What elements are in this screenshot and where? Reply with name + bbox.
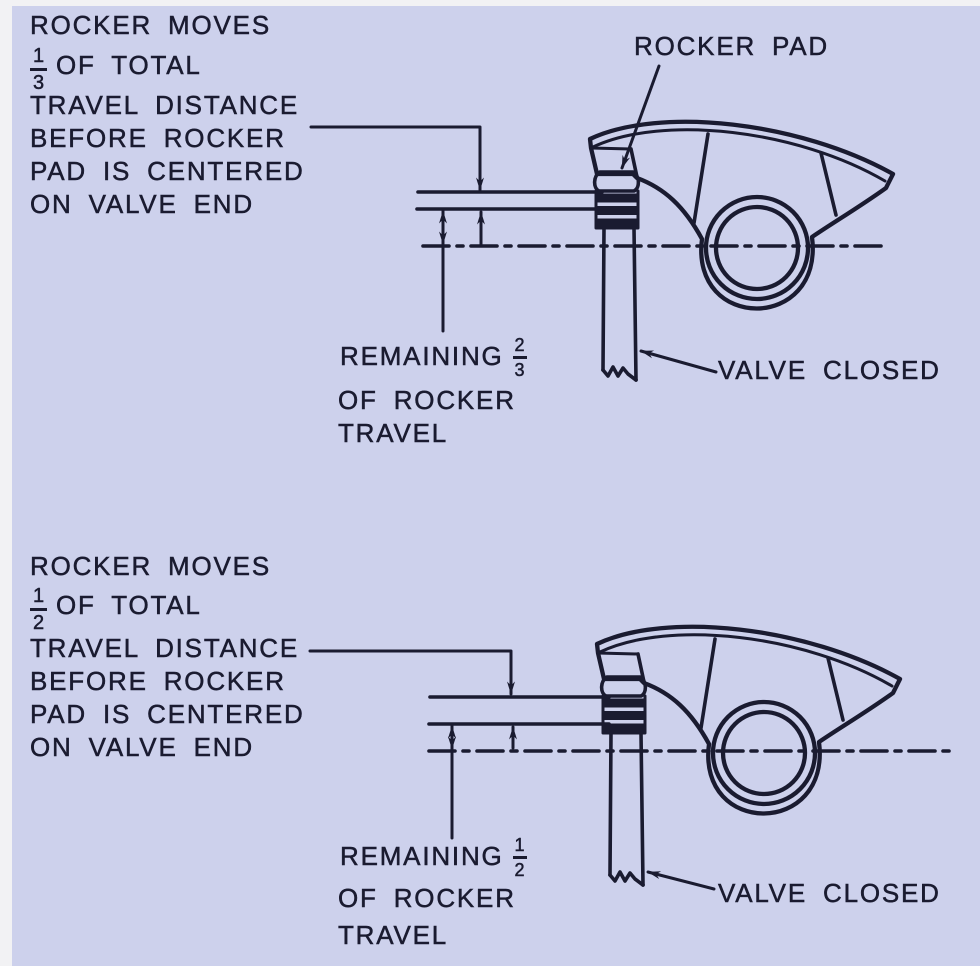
valve-closed-label: VALVE CLOSED	[718, 878, 941, 908]
fraction-denominator: 3	[32, 72, 45, 94]
fraction-numerator: 1	[514, 835, 525, 855]
valve-closed-label: VALVE CLOSED	[718, 355, 941, 385]
fraction-bar	[512, 356, 527, 359]
caption-fraction-line: 1 3 OF TOTAL	[30, 46, 202, 93]
fraction-numerator: 2	[514, 335, 525, 355]
caption-fraction-line: 1 2 OF TOTAL	[30, 586, 202, 633]
travel-distance-leader	[309, 125, 484, 192]
caption-line: PAD IS CENTERED	[30, 699, 305, 729]
top-diagram-line-art	[309, 64, 893, 380]
fraction-bar	[30, 68, 47, 71]
remaining-label-line: REMAINING 1 2	[340, 836, 527, 879]
rocker-assembly-top	[590, 122, 893, 380]
remaining-label-line: TRAVEL	[338, 418, 449, 448]
remaining-label-line: OF ROCKER	[338, 385, 516, 415]
fraction-two-thirds: 2 3	[512, 335, 527, 380]
caption-line: ON VALVE END	[30, 732, 254, 762]
fraction-denominator: 2	[32, 612, 45, 634]
remaining-label-line: REMAINING 2 3	[340, 336, 527, 379]
caption-line: ON VALVE END	[30, 189, 254, 219]
caption-line: OF TOTAL	[56, 590, 202, 620]
caption-line: ROCKER MOVES	[30, 551, 271, 581]
valve-closed-leader	[639, 349, 718, 374]
remaining-label-line: TRAVEL	[338, 920, 449, 950]
fraction-one-half: 1 2	[30, 586, 47, 633]
fraction-bar	[512, 856, 527, 859]
fraction-numerator: 1	[32, 585, 45, 607]
caption-line: OF TOTAL	[56, 50, 202, 80]
travel-distance-leader	[308, 649, 515, 696]
remaining-word: REMAINING	[340, 341, 504, 371]
valve-closed-leader	[646, 870, 716, 891]
fraction-one-half: 1 2	[512, 835, 527, 880]
fraction-one-third: 1 3	[30, 46, 47, 93]
caption-line: ROCKER MOVES	[30, 10, 271, 40]
rocker-pad-leader	[620, 64, 661, 170]
caption-line: BEFORE ROCKER	[30, 666, 286, 696]
fraction-bar	[30, 608, 47, 611]
caption-line: TRAVEL DISTANCE	[30, 90, 300, 120]
fraction-denominator: 3	[514, 360, 525, 380]
remaining-word: REMAINING	[340, 841, 504, 871]
fraction-numerator: 1	[32, 45, 45, 67]
page-background	[12, 6, 980, 966]
caption-line: TRAVEL DISTANCE	[30, 633, 300, 663]
bottom-diagram-line-art	[308, 627, 958, 891]
remaining-label-line: OF ROCKER	[338, 883, 516, 913]
rocker-pad-label: ROCKER PAD	[634, 31, 829, 61]
caption-line: PAD IS CENTERED	[30, 156, 305, 186]
caption-line: BEFORE ROCKER	[30, 123, 286, 153]
rocker-assembly-bottom	[597, 627, 900, 885]
fraction-denominator: 2	[514, 860, 525, 880]
